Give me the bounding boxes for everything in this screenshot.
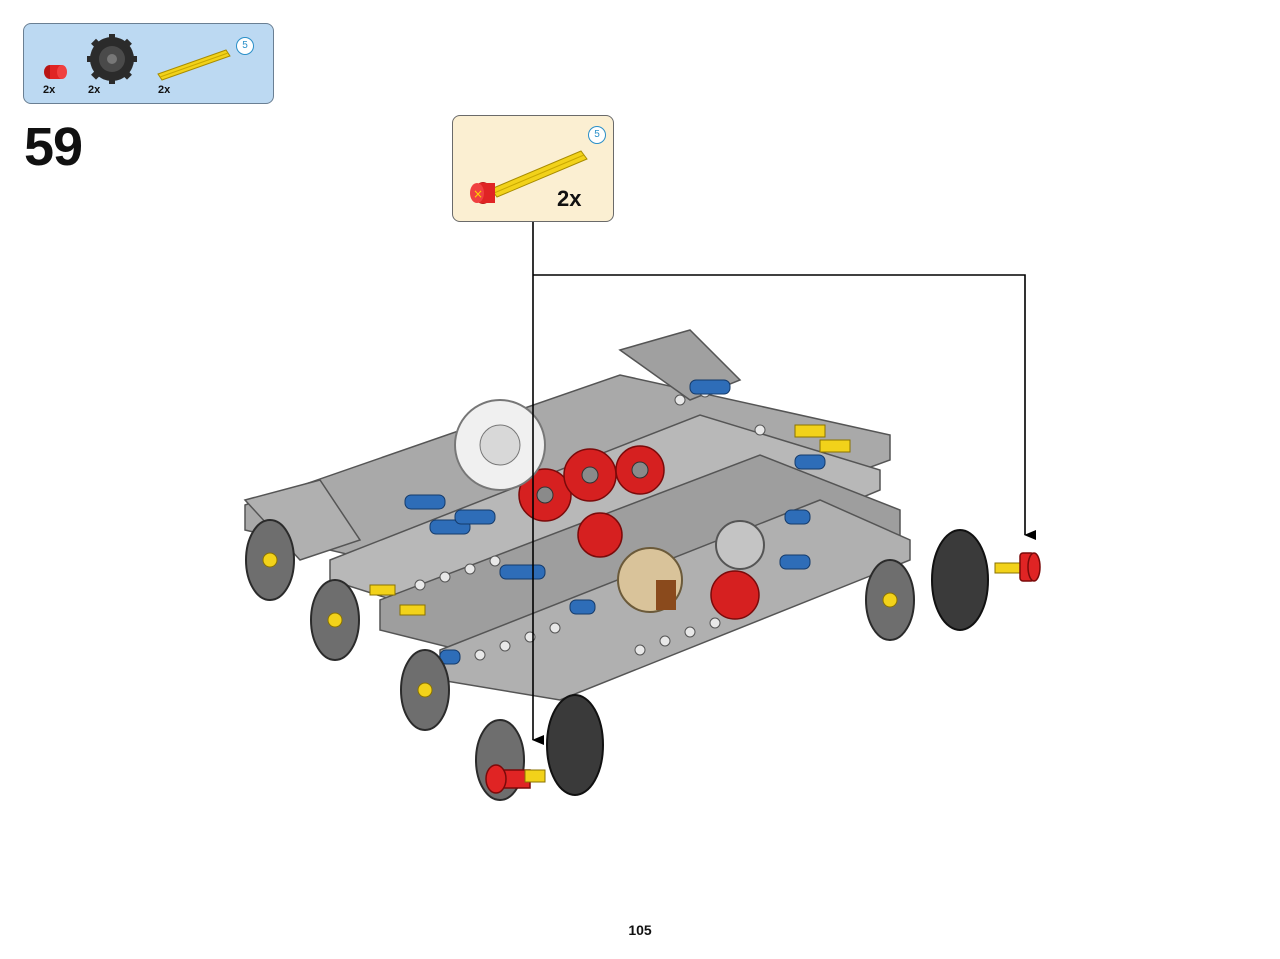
step-number: 59 bbox=[24, 117, 83, 177]
parts-qty: 2x bbox=[158, 84, 171, 96]
callout-box: 5 × 2x bbox=[452, 115, 614, 222]
page-number: 105 bbox=[628, 922, 652, 938]
red-bush-icon bbox=[44, 65, 67, 79]
blue-pins bbox=[404, 379, 826, 665]
svg-text:×: × bbox=[473, 187, 483, 201]
yellow-axle-icon bbox=[157, 49, 231, 81]
axle-length-badge: 5 bbox=[236, 37, 254, 55]
callout-qty: 2x bbox=[557, 186, 582, 211]
gear-wheel-icon bbox=[87, 34, 137, 84]
parts-list-box: 2x 2x 2x 5 bbox=[23, 23, 274, 104]
parts-qty: 2x bbox=[43, 84, 56, 96]
parts-qty: 2x bbox=[88, 84, 101, 96]
assembly-arrows bbox=[532, 222, 1036, 745]
axle-with-stop-icon: × bbox=[470, 150, 588, 204]
axle-length-badge: 5 bbox=[588, 126, 606, 144]
